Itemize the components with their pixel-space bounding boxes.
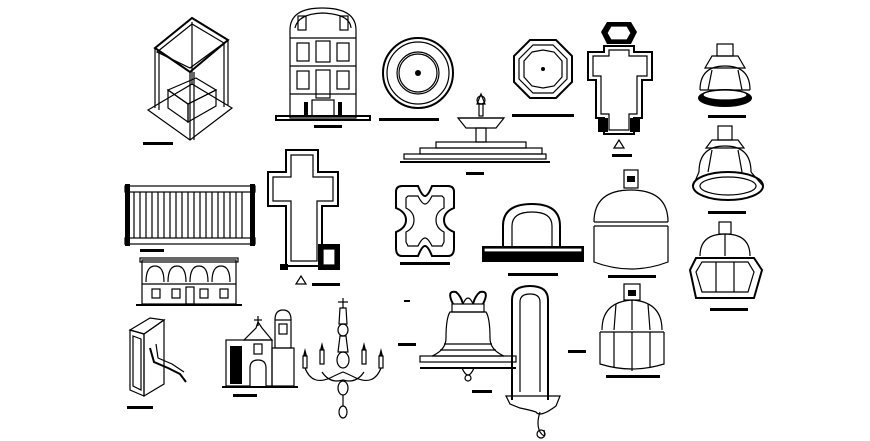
arch-niche-elevation[interactable] [482, 202, 584, 276]
wall-lamp-bracket[interactable] [127, 317, 187, 409]
holy-water-font[interactable] [505, 284, 586, 439]
dome-lantern-2[interactable] [692, 125, 764, 214]
chapel-elevation[interactable] [222, 309, 298, 397]
dome-lantern-1[interactable] [698, 43, 752, 118]
railing-fence[interactable] [124, 184, 256, 252]
arcade-building[interactable] [136, 257, 242, 306]
church-facade-elevation[interactable] [275, 7, 371, 128]
church-plan-small[interactable] [587, 22, 653, 157]
label-marks [398, 300, 416, 346]
octagonal-lantern[interactable] [688, 221, 764, 311]
dome-cupola[interactable] [593, 169, 669, 278]
octagonal-cupola[interactable] [599, 283, 665, 378]
canopy-altar[interactable] [143, 16, 234, 145]
circular-rosette-plan[interactable] [379, 37, 454, 121]
bell[interactable] [419, 290, 517, 393]
chandelier[interactable] [302, 298, 384, 419]
church-cross-plan[interactable] [267, 149, 340, 286]
fountain-elevation[interactable] [400, 92, 550, 175]
quatrefoil-plan[interactable] [395, 185, 455, 265]
octagonal-rosette-plan[interactable] [512, 39, 574, 117]
